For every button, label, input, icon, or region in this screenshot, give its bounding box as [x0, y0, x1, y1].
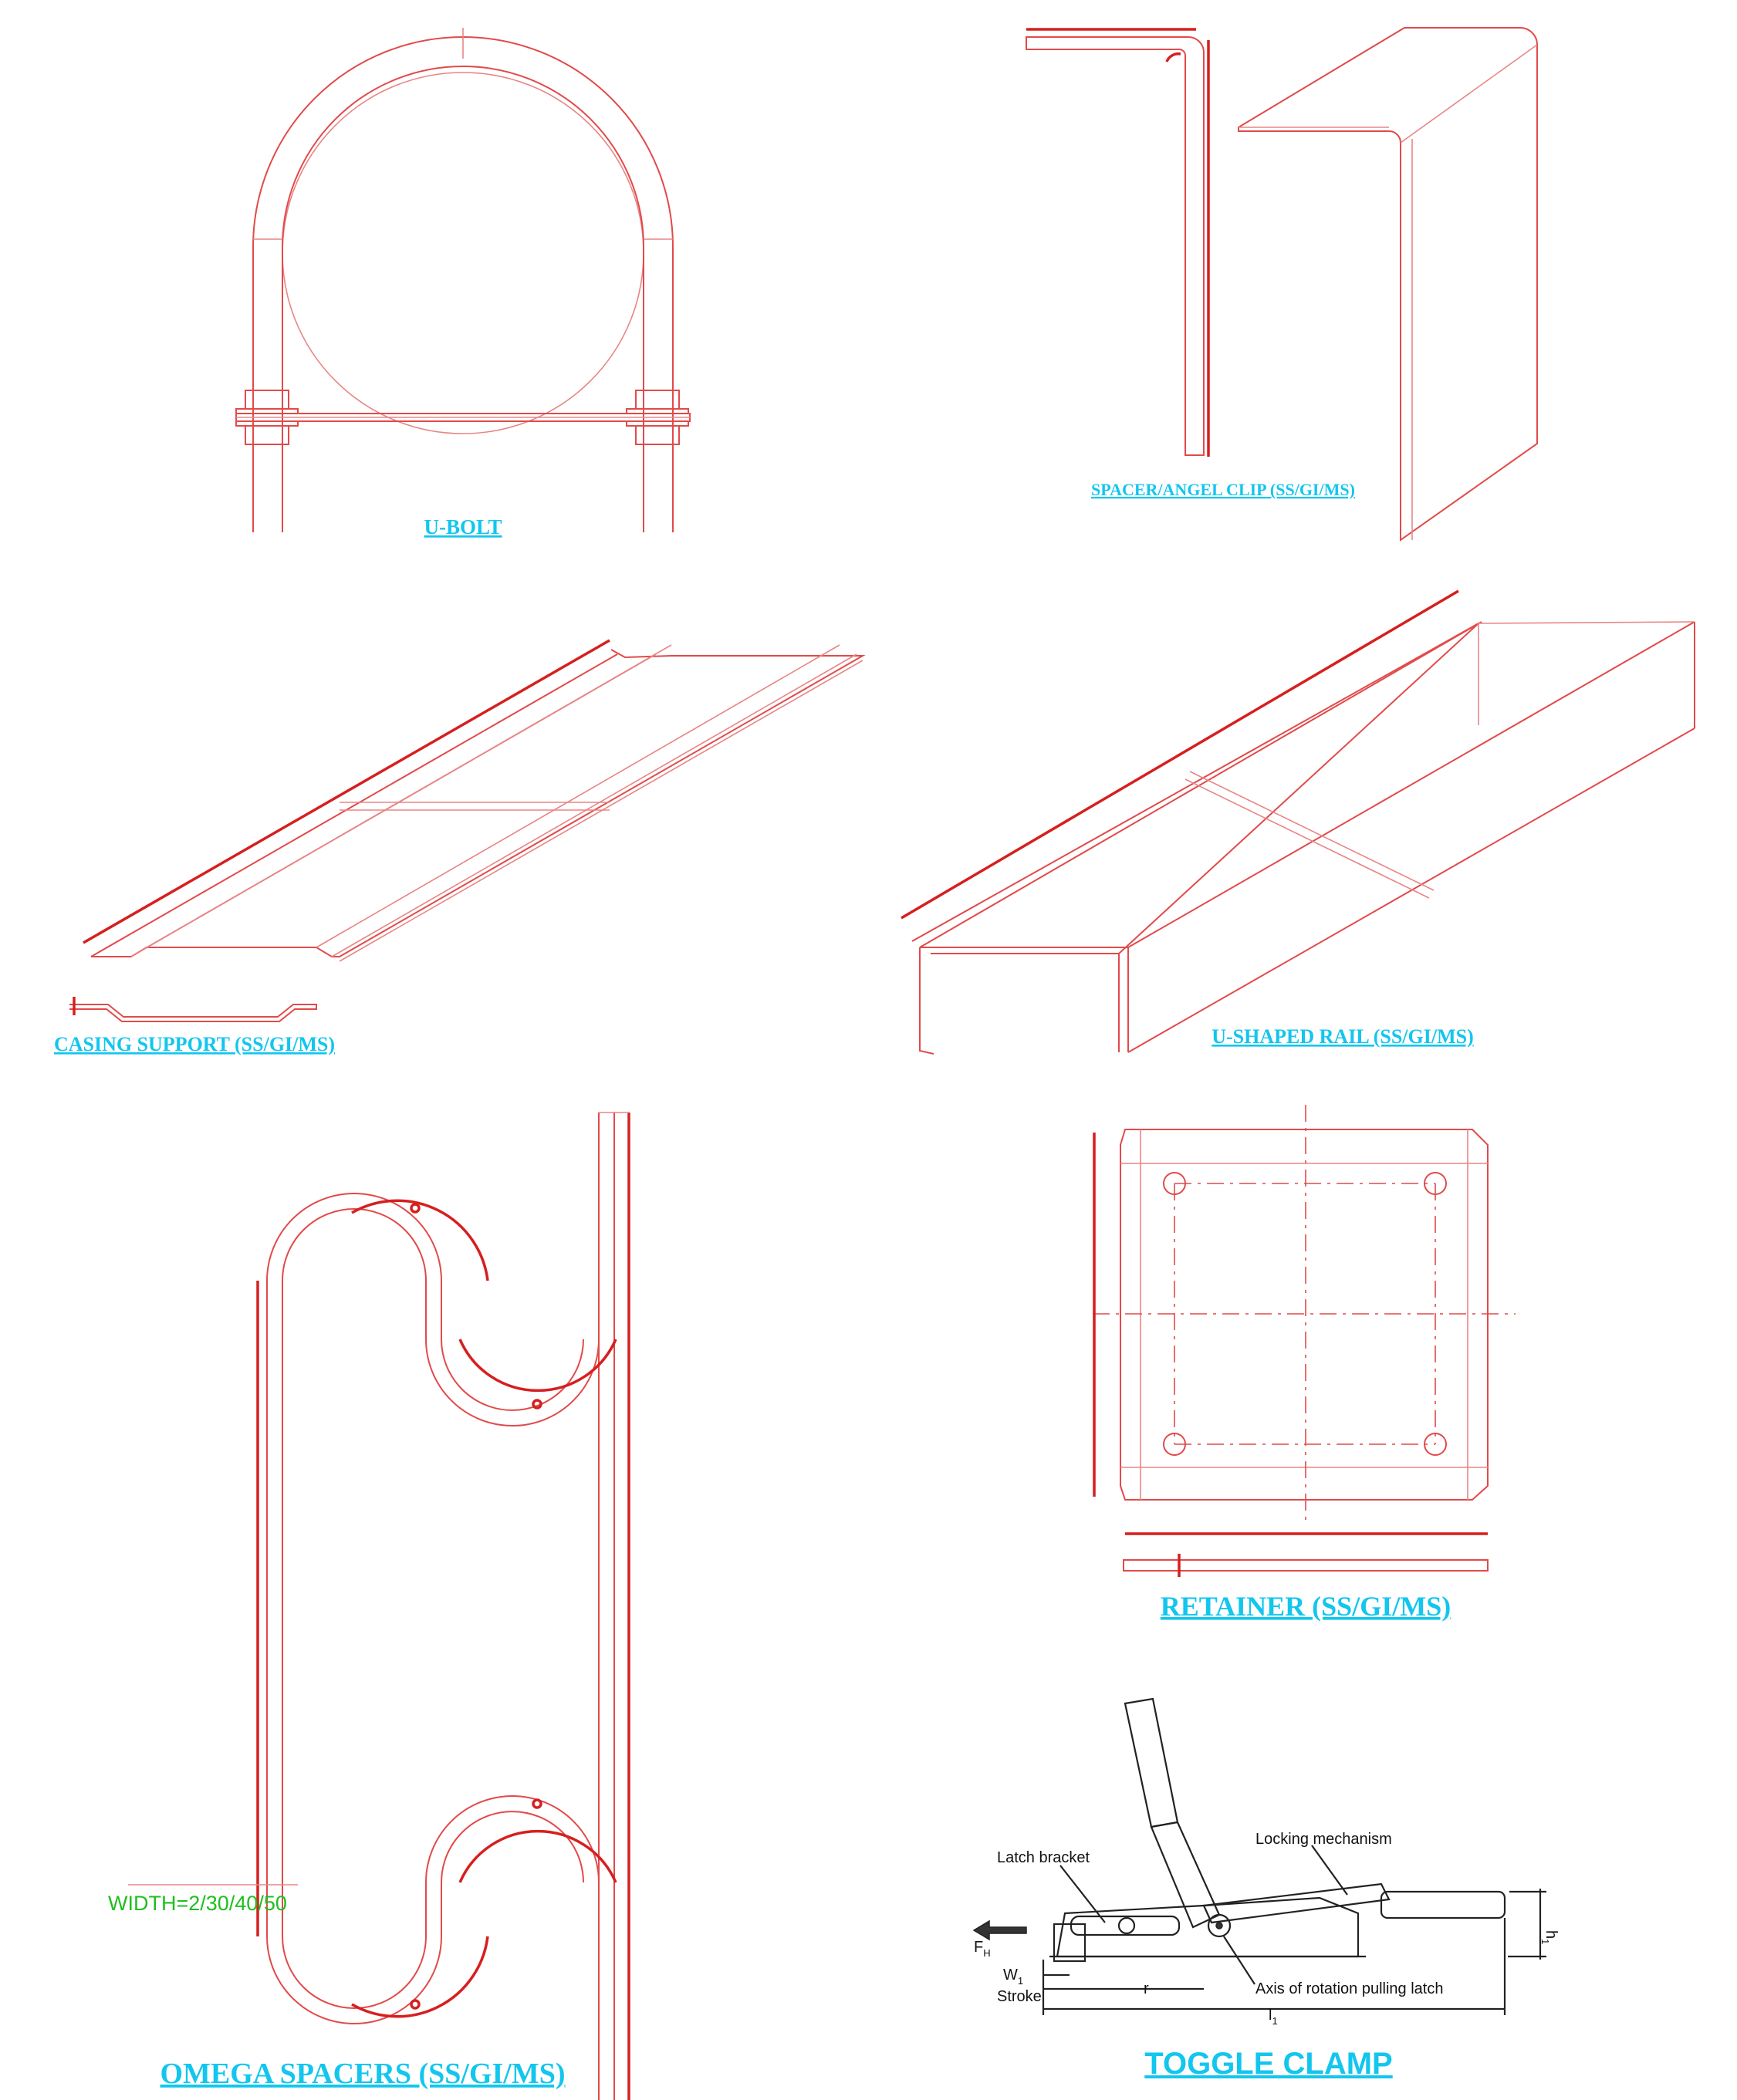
stroke-label: Stroke	[997, 1988, 1042, 2005]
retainer-drawing	[1093, 1105, 1516, 1577]
force-arrow-icon	[972, 1919, 1027, 1941]
casing-support-drawing	[69, 639, 866, 1022]
fh-force-label: FH	[974, 1939, 991, 1959]
omega-width-note: WIDTH=2/30/40/50	[108, 1892, 287, 1915]
l1-dimension-label: l1	[1269, 2007, 1278, 2027]
pivot-icon	[1207, 1913, 1232, 1938]
r-dimension-label: r	[1144, 1980, 1149, 1997]
u-bolt-inner	[282, 66, 644, 532]
casing-support-caption: CASING SUPPORT (SS/GI/MS)	[54, 1033, 335, 1055]
u-bolt-outer	[252, 36, 674, 532]
pipe-circle	[282, 72, 644, 434]
retainer-caption: RETAINER (SS/GI/MS)	[1161, 1591, 1451, 1622]
w1-dimension-label: W1	[1003, 1967, 1023, 1987]
u-rail-drawing	[901, 589, 1695, 1055]
axis-rotation-label: Axis of rotation pulling latch	[1255, 1980, 1443, 1997]
locking-mechanism-label: Locking mechanism	[1255, 1831, 1392, 1848]
toggle-clamp-drawing	[972, 1697, 1546, 2015]
u-bolt-caption: U-BOLT	[424, 515, 502, 539]
h1-dimension-label: h1	[1539, 1930, 1560, 1944]
omega-spacer-drawing	[256, 1112, 630, 2100]
toggle-clamp-caption: TOGGLE CLAMP	[1144, 2047, 1392, 2081]
angle-clip-drawing	[1026, 27, 1538, 542]
omega-spacer-caption: OMEGA SPACERS (SS/GI/MS)	[160, 2058, 565, 2090]
u-rail-caption: U-SHAPED RAIL (SS/GI/MS)	[1212, 1025, 1474, 1048]
latch-bracket-label: Latch bracket	[997, 1849, 1090, 1866]
u-bolt-drawing	[235, 28, 691, 532]
angle-clip-caption: SPACER/ANGEL CLIP (SS/GI/MS)	[1091, 480, 1355, 499]
